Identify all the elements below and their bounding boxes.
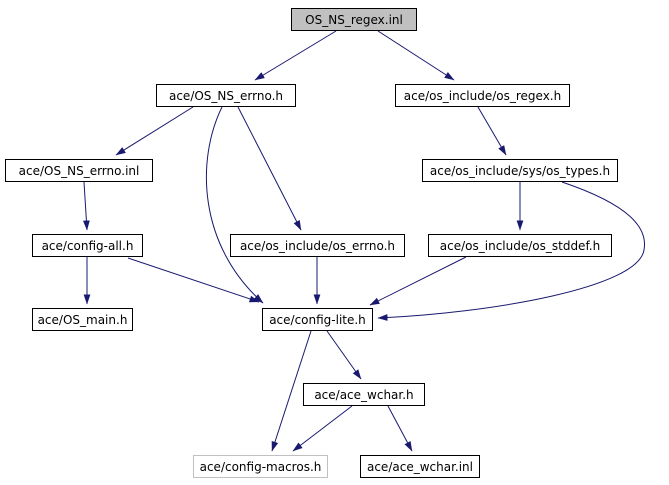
node-label: ace/config-all.h <box>41 238 134 253</box>
node-os-main-h[interactable]: ace/OS_main.h <box>32 308 133 331</box>
node-label: ace/os_include/os_regex.h <box>403 88 562 103</box>
edge-config-lite-h-to-ace-wchar-h <box>326 330 362 380</box>
node-label: ace/OS_NS_errno.inl <box>18 163 140 178</box>
edge-os-ns-errno-h-to-os-ns-errno-inl <box>115 106 194 156</box>
node-label: ace/OS_NS_errno.h <box>168 88 284 103</box>
edge-ace-wchar-h-to-config-macros-h <box>292 405 353 452</box>
edge-config-all-h-to-config-lite-h <box>127 257 260 303</box>
node-config-lite-h[interactable]: ace/config-lite.h <box>262 308 373 331</box>
node-label: ace/config-lite.h <box>269 312 366 327</box>
node-label: ace/os_include/sys/os_types.h <box>429 163 611 178</box>
edge-os-regex-h-to-os-types-h <box>477 106 507 156</box>
node-ace-wchar-inl[interactable]: ace/ace_wchar.inl <box>360 455 480 478</box>
edge-os-ns-regex-inl-to-os-regex-h <box>377 30 455 81</box>
node-os-ns-errno-inl[interactable]: ace/OS_NS_errno.inl <box>5 159 153 182</box>
node-config-all-h[interactable]: ace/config-all.h <box>32 234 143 257</box>
edge-ace-wchar-h-to-ace-wchar-inl <box>387 405 413 452</box>
node-ace-wchar-h[interactable]: ace/ace_wchar.h <box>303 383 425 406</box>
node-os-ns-errno-h[interactable]: ace/OS_NS_errno.h <box>156 84 296 107</box>
node-label: OS_NS_regex.inl <box>305 12 403 27</box>
node-config-macros-h: ace/config-macros.h <box>193 455 328 478</box>
node-label: ace/config-macros.h <box>199 459 322 474</box>
edge-os-ns-errno-h-to-os-errno-h <box>237 106 302 231</box>
node-os-regex-h[interactable]: ace/os_include/os_regex.h <box>395 84 570 107</box>
node-os-errno-h[interactable]: ace/os_include/os_errno.h <box>230 234 405 257</box>
node-label: ace/os_include/os_stddef.h <box>439 238 601 253</box>
node-label: ace/ace_wchar.inl <box>366 459 473 474</box>
node-label: ace/os_include/os_errno.h <box>239 238 396 253</box>
edge-os-ns-errno-h-to-config-lite-h <box>205 106 264 304</box>
edge-os-ns-errno-inl-to-config-all-h <box>83 181 90 231</box>
node-os-stddef-h[interactable]: ace/os_include/os_stddef.h <box>428 234 612 257</box>
node-os-types-h[interactable]: ace/os_include/sys/os_types.h <box>422 159 618 182</box>
edge-os-ns-regex-inl-to-os-ns-errno-h <box>254 30 337 81</box>
node-os-ns-regex-inl: OS_NS_regex.inl <box>291 8 417 31</box>
edge-os-stddef-h-to-config-lite-h <box>369 256 467 306</box>
node-label: ace/OS_main.h <box>37 312 128 327</box>
node-label: ace/ace_wchar.h <box>314 387 414 402</box>
